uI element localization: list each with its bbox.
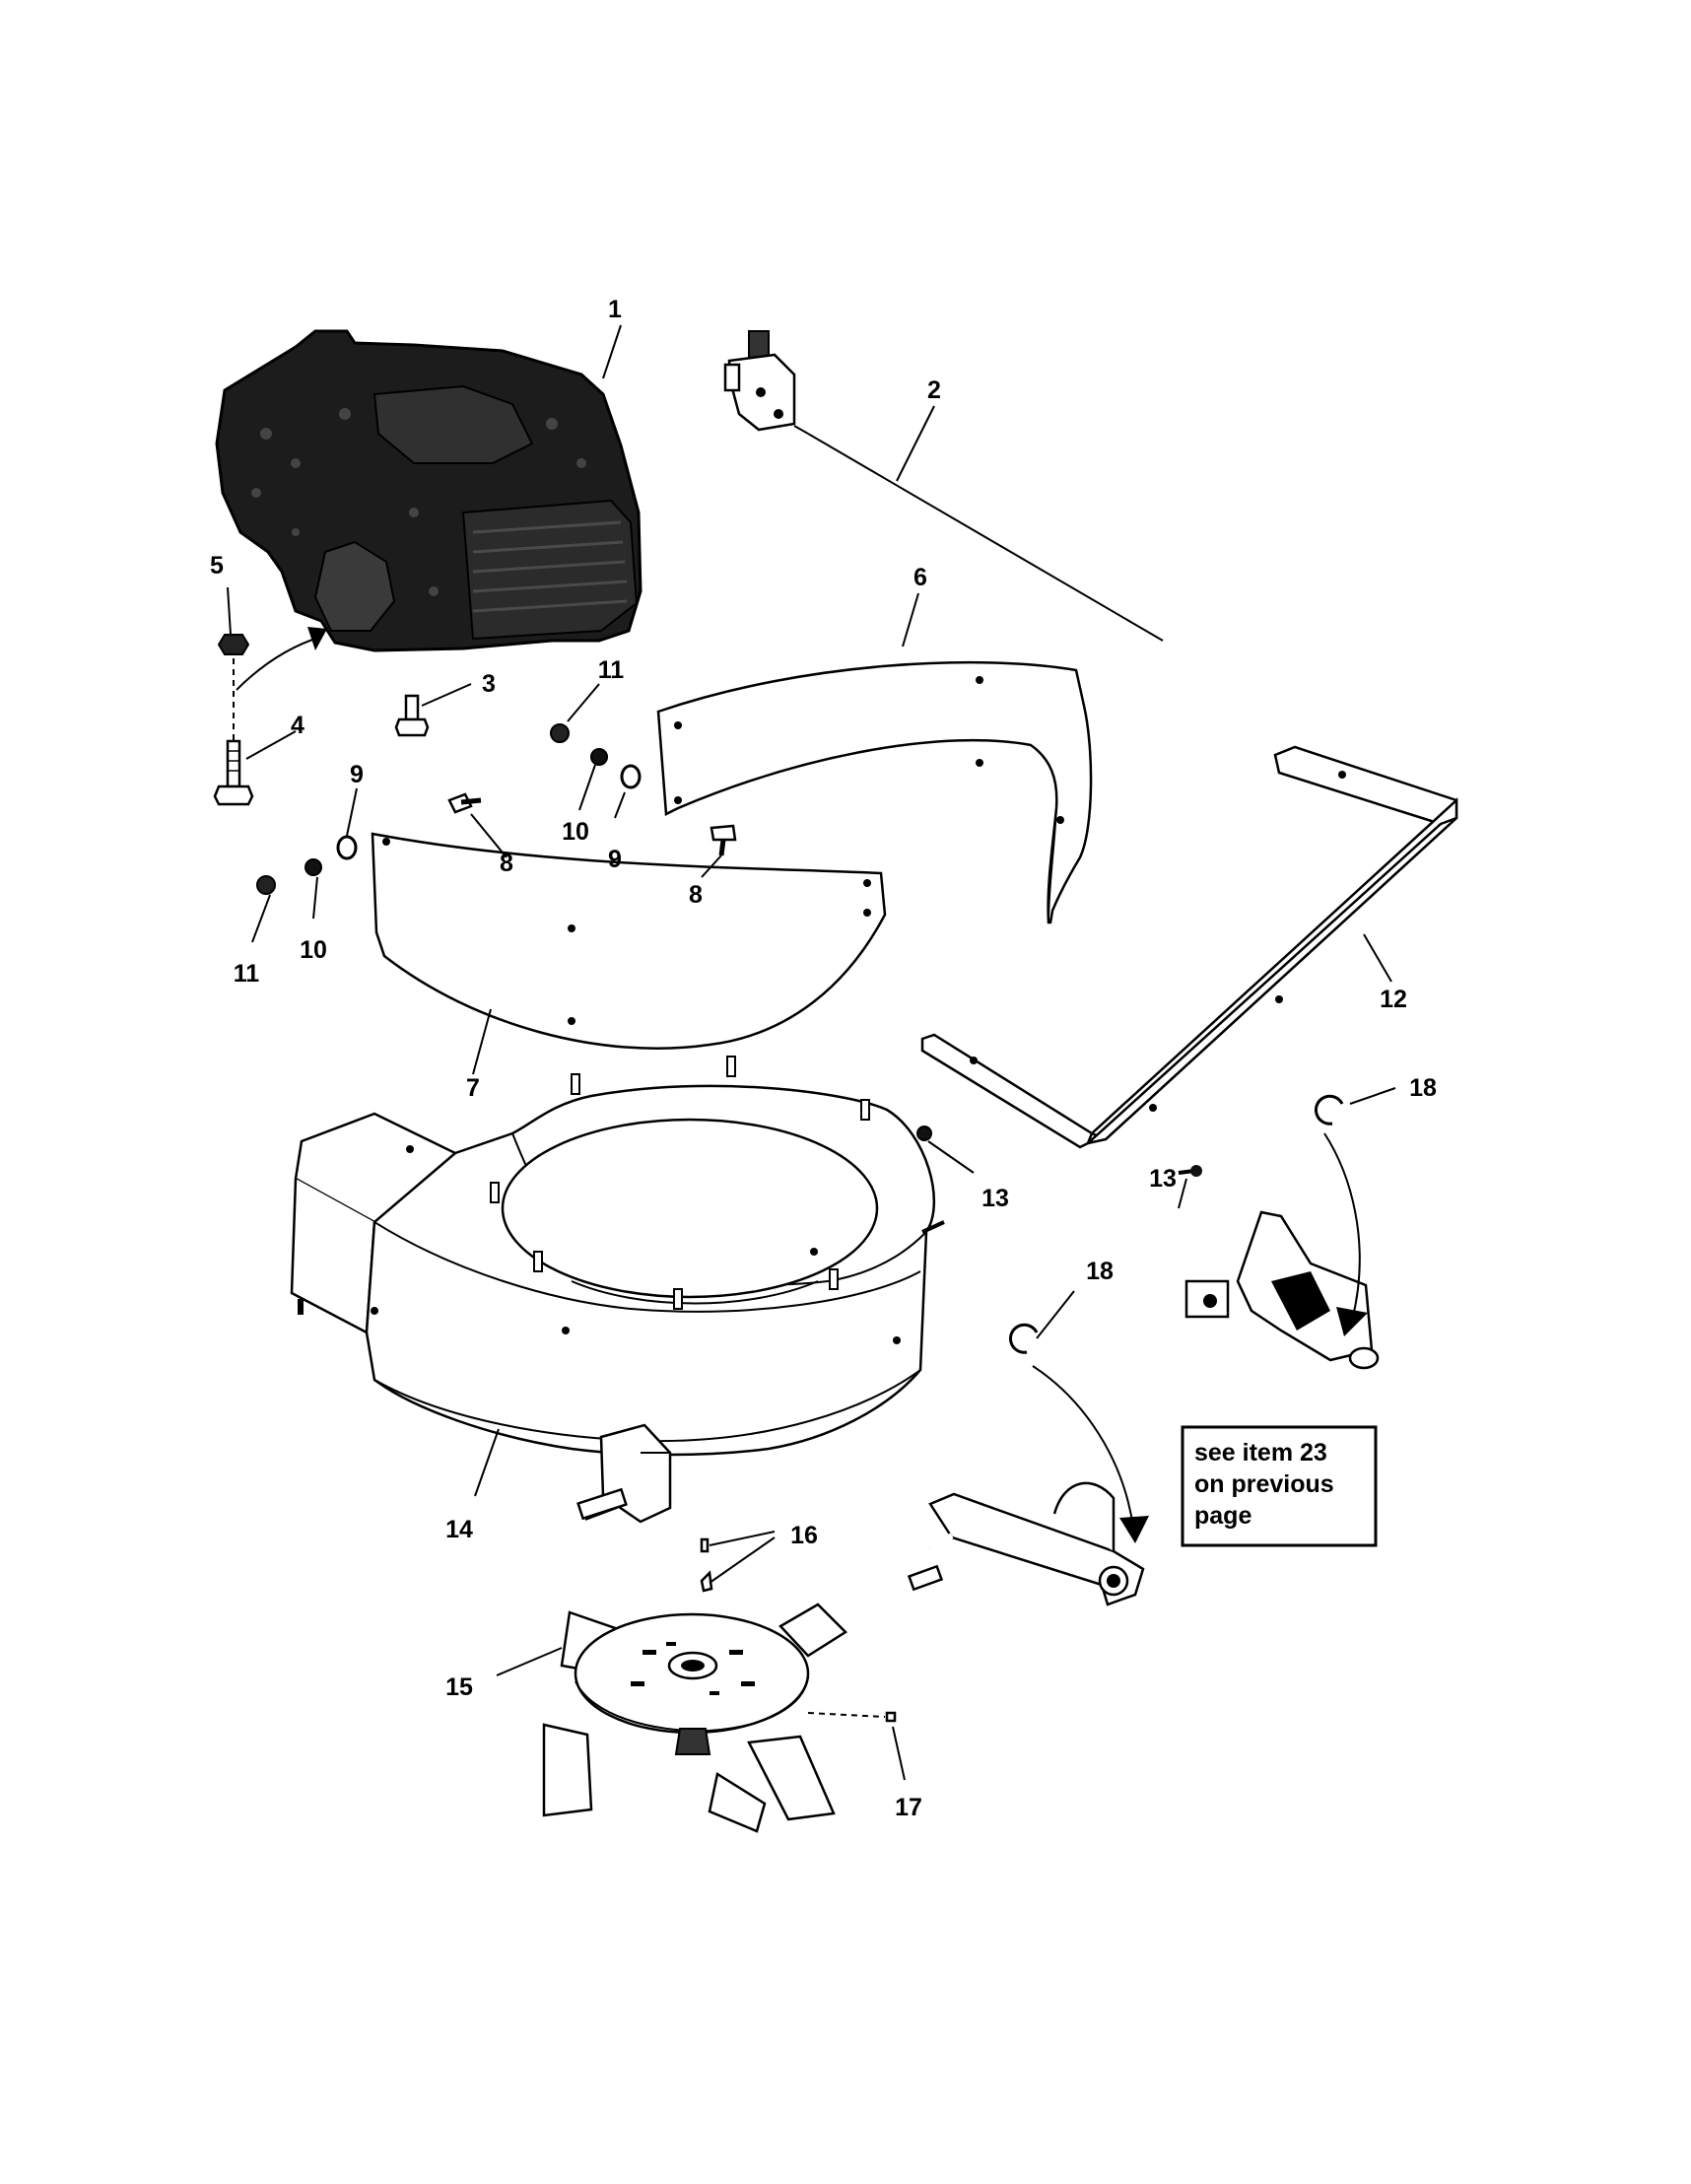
bolt-item-8-left <box>447 792 482 814</box>
callout-9-left: 9 <box>350 761 364 788</box>
callout-6: 6 <box>913 564 927 591</box>
shield-panel-item-7 <box>371 832 887 1051</box>
clip-item-18-upper <box>1314 1094 1368 1336</box>
callout-15: 15 <box>445 1673 473 1701</box>
note-line-1: see item 23 <box>1194 1439 1327 1467</box>
callout-16: 16 <box>790 1522 818 1549</box>
bolt-item-13-right <box>1178 1165 1202 1177</box>
key-switch-cable-part <box>723 330 1164 642</box>
callout-labels: 1 2 3 4 5 6 7 8 8 9 9 10 10 11 11 12 13 … <box>210 296 1437 1821</box>
nut-item-13-left <box>916 1126 932 1141</box>
callout-17: 17 <box>895 1794 922 1821</box>
shield-panel-item-6 <box>656 660 1093 924</box>
nut-item-10-right <box>590 748 608 766</box>
callout-13-left: 13 <box>981 1185 1009 1212</box>
nut-item-11-right <box>550 723 570 743</box>
engine-part <box>215 329 643 691</box>
fan-impeller-item-15 <box>542 1603 886 1833</box>
reference-note-box: see item 23 on previous page <box>1181 1425 1378 1547</box>
callout-8-right: 8 <box>689 881 703 909</box>
blower-housing-item-14 <box>290 1056 945 1524</box>
callout-8-left: 8 <box>500 850 513 877</box>
key-item-16 <box>700 1537 713 1593</box>
bolt-item-3 <box>394 694 430 737</box>
bolt-item-5 <box>217 634 250 741</box>
callout-14: 14 <box>445 1516 473 1543</box>
callout-11-left: 11 <box>234 960 260 988</box>
nut-item-11-left <box>256 875 276 895</box>
washer-item-9-right <box>620 764 642 789</box>
clip-item-18-lower <box>1008 1323 1149 1543</box>
leader-lines <box>227 324 1396 1781</box>
callout-12: 12 <box>1380 986 1407 1013</box>
callout-1: 1 <box>608 296 622 323</box>
note-line-3: page <box>1194 1502 1251 1530</box>
callout-10-left: 10 <box>300 936 327 964</box>
callout-13-right: 13 <box>1149 1165 1177 1193</box>
bolt-item-4 <box>213 739 254 806</box>
callout-5: 5 <box>210 552 224 580</box>
frame-bracket-item-12 <box>920 745 1458 1149</box>
callout-3: 3 <box>482 670 496 698</box>
washer-item-9-left <box>336 835 358 860</box>
callout-4: 4 <box>291 712 304 739</box>
callout-10-right: 10 <box>562 818 589 846</box>
callout-7: 7 <box>466 1074 480 1102</box>
callout-18-lower: 18 <box>1086 1258 1114 1285</box>
key-item-17 <box>885 1711 897 1723</box>
callout-18-upper: 18 <box>1409 1074 1437 1102</box>
bolt-item-8-right <box>710 824 737 856</box>
callout-2: 2 <box>927 376 941 404</box>
note-line-2: on previous <box>1194 1470 1334 1498</box>
callout-9-right: 9 <box>608 846 622 873</box>
callout-11-right: 11 <box>598 656 625 684</box>
nut-item-10-left <box>304 858 322 876</box>
